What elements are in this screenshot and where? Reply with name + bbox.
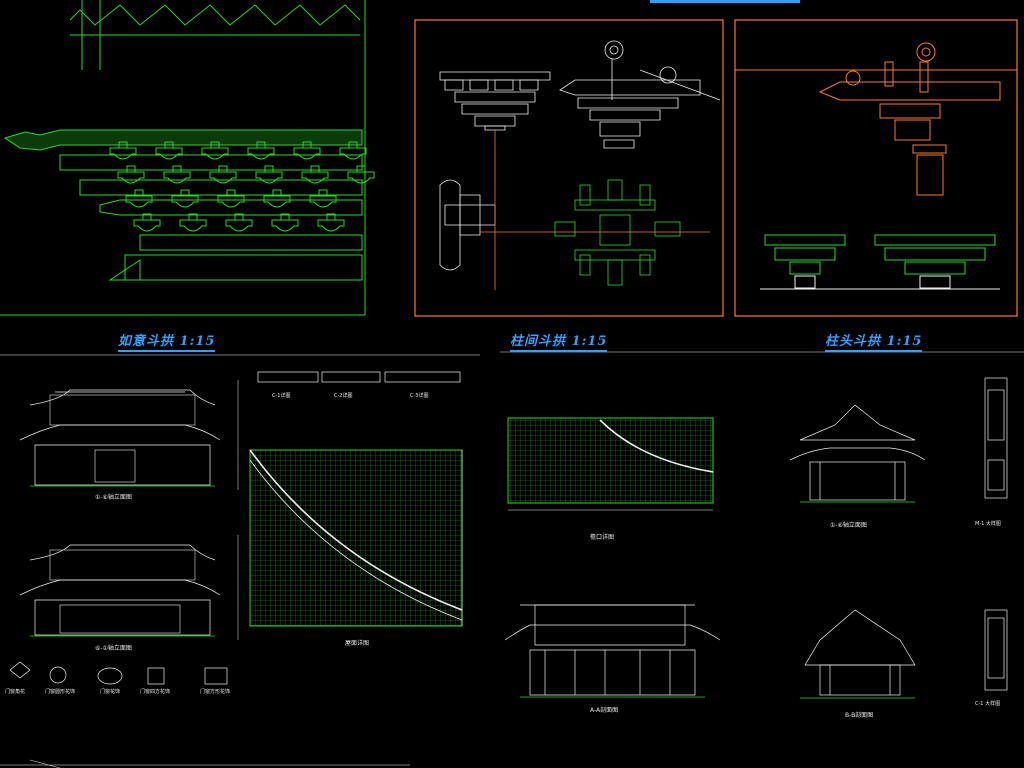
bracket-unit [125,195,153,208]
bracket-unit [271,219,299,232]
ornament-row [9,661,228,685]
long-section-drawing [504,604,721,698]
ruyi-bracket-elevation [0,0,375,316]
bracket-block [326,213,336,221]
beam-c3-caption: C-3详图 [410,393,429,399]
pavilion-facade-caption: ①-⑥轴立面图 [830,522,867,529]
bracket-block [126,165,136,173]
ornament-label: 门窗角花 [5,689,26,695]
pavilion-section-drawing [800,609,916,699]
bracket-block [280,213,290,221]
bracket-unit [309,195,337,208]
ornament-label: 门窗方形花饰 [200,689,231,695]
bracket-block [256,141,266,149]
roof-curve [249,449,463,611]
bracket-block [172,165,182,173]
bracket-block [356,165,366,173]
bracket-block [272,189,282,197]
bracket-block [234,213,244,221]
column-head-bracket-drawings [735,42,1017,290]
ornament-label: 门窗四方花饰 [140,689,171,695]
bracket-unit [339,147,367,160]
ruyi-bracket-title: 如意斗拱 1:15 [118,330,216,352]
bracket-unit [225,219,253,232]
bracket-block [134,189,144,197]
roof-curve-inner [249,459,463,621]
bracket-unit [209,171,237,184]
facade-top-caption: ①-⑥轴立面图 [95,494,132,501]
bracket-block [226,189,236,197]
eave-curve [599,419,714,473]
column-bracket-drawings [439,40,721,290]
ornament-label: 门窗圆形花饰 [45,689,76,695]
roof-section-grid [249,449,463,627]
window-details [984,377,1008,691]
bracket-unit [133,219,161,232]
bracket-block [142,213,152,221]
column-head-bracket-title: 柱头斗拱 1:15 [825,330,923,352]
bracket-block [310,165,320,173]
beam-c2-caption: C-2详图 [334,393,353,399]
bracket-unit [117,171,145,184]
bracket-block [264,165,274,173]
bracket-block [164,141,174,149]
bracket-block [348,141,358,149]
hall-facade-top [19,389,221,487]
bracket-unit [171,195,199,208]
bracket-unit [317,219,345,232]
beam-details [257,371,461,383]
bracket-unit [109,147,137,160]
bracket-block [210,141,220,149]
bracket-block [188,213,198,221]
ornament-label: 门窗花饰 [100,689,121,695]
middle-detail-frame [414,19,724,317]
bracket-block [302,141,312,149]
bracket-unit [179,219,207,232]
bracket-unit [255,171,283,184]
bracket-unit [263,195,291,208]
eave-detail-grid [507,417,714,504]
window-c1-caption: C-1 大样图 [975,701,1001,707]
bracket-unit [155,147,183,160]
beam-c1-caption: C-1详图 [272,393,291,399]
top-title-underline [650,0,800,3]
facade-bottom-caption: ⑥-①轴立面图 [95,645,132,652]
bracket-unit [347,171,375,184]
eave-detail-caption: 檐口详图 [590,534,615,541]
bracket-block [118,141,128,149]
bracket-unit [247,147,275,160]
roof-section-caption: 屋面详图 [345,640,370,647]
window-m1-caption: M-1 大样图 [975,521,1001,527]
bracket-unit [301,171,329,184]
hall-facade-bottom [19,544,221,637]
long-section-caption: A-A剖面图 [590,707,619,714]
bracket-unit [293,147,321,160]
pavilion-facade-drawing [789,404,926,503]
bracket-unit [163,171,191,184]
bracket-unit [201,147,229,160]
bracket-unit [217,195,245,208]
right-detail-frame [734,19,1018,317]
bracket-block [180,189,190,197]
column-bracket-title: 柱间斗拱 1:15 [510,330,608,352]
bracket-block [218,165,228,173]
bracket-block [318,189,328,197]
pavilion-section-caption: B-B剖面图 [845,712,874,719]
